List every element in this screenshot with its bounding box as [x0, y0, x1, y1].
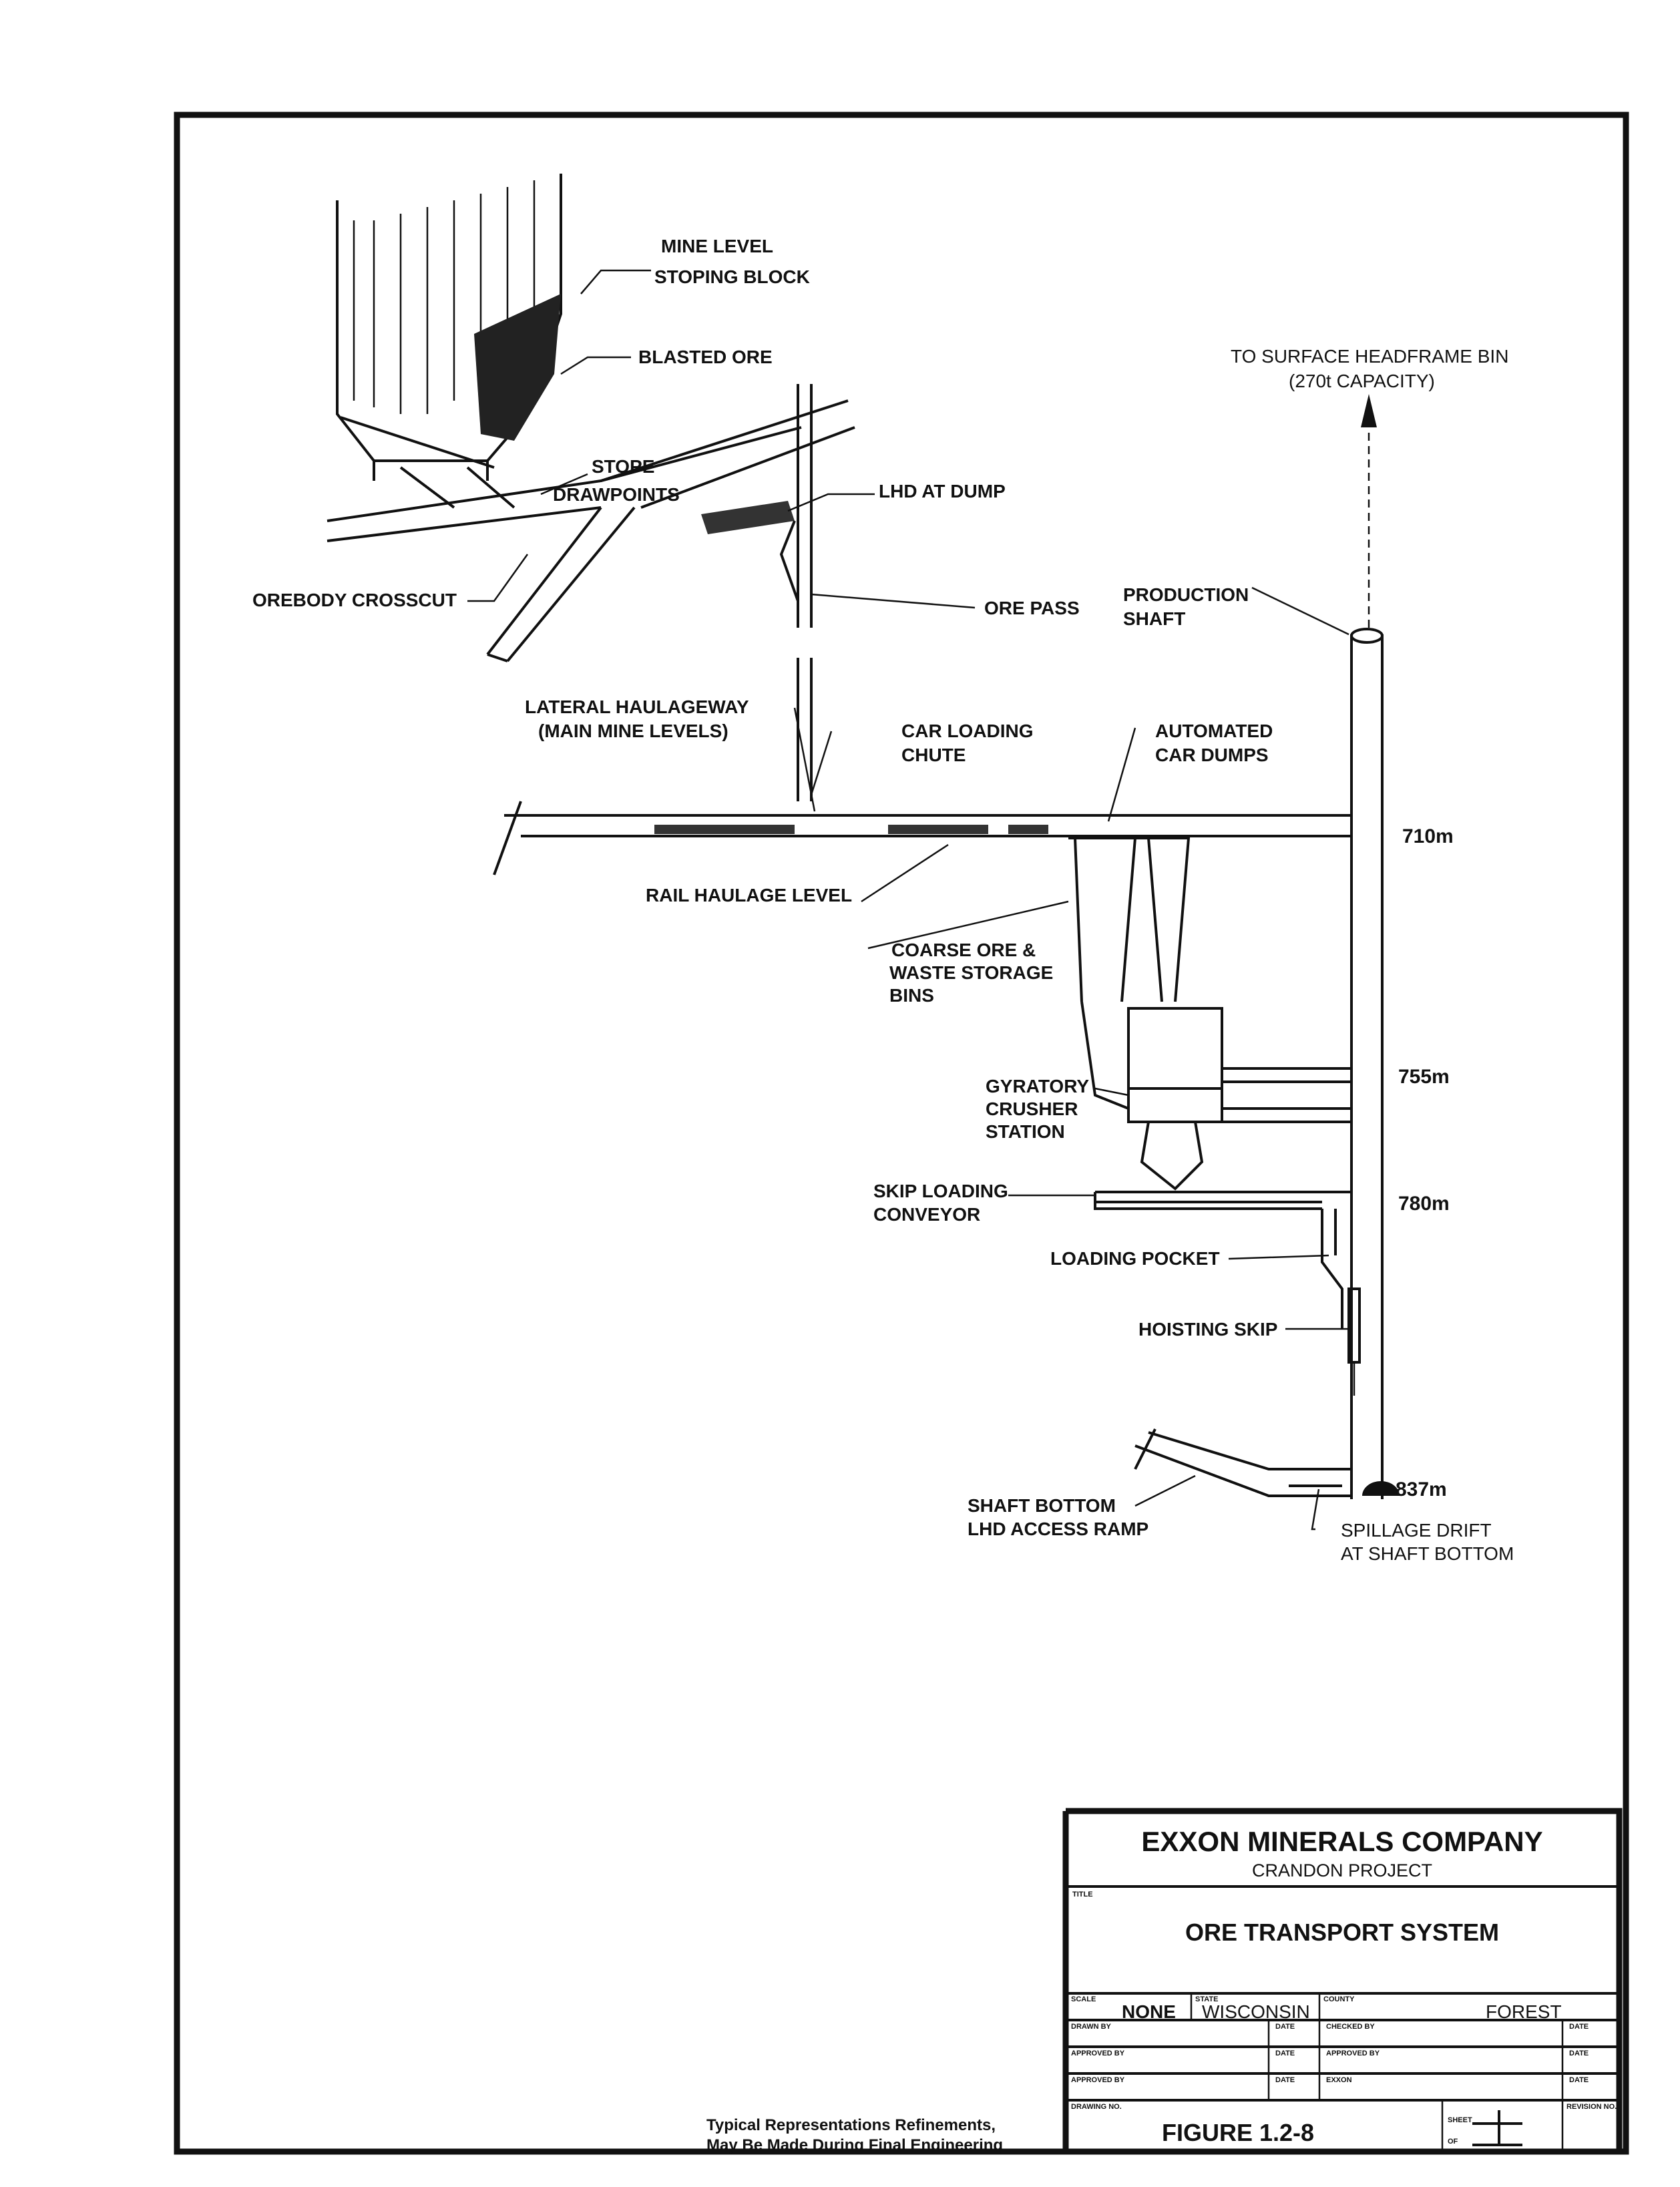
production-shaft	[1350, 394, 1384, 1499]
title-caption: TITLE	[1072, 1891, 1093, 1899]
checked-by-caption: CHECKED BY	[1326, 2023, 1375, 2031]
approved-by-caption-2: APPROVED BY	[1326, 2049, 1380, 2057]
label-shaft-bottom: SHAFT BOTTOM	[968, 1495, 1116, 1516]
figure-number: FIGURE 1.2-8	[1162, 2119, 1314, 2146]
date-caption-1: DATE	[1275, 2023, 1295, 2031]
label-stope: STOPE	[592, 456, 654, 477]
approved-by-caption-3: APPROVED BY	[1071, 2076, 1125, 2084]
county-value: FOREST	[1486, 2001, 1562, 2022]
note-line-1: Typical Representations Refinements,	[706, 2116, 996, 2134]
stoping-block-illustration	[327, 174, 855, 662]
skip-loading-conveyor	[1094, 1191, 1361, 1396]
date-caption-5: DATE	[1275, 2076, 1295, 2084]
label-conveyor: CONVEYOR	[873, 1204, 980, 1225]
exxon-caption: EXXON	[1326, 2076, 1352, 2084]
date-caption-2: DATE	[1569, 2023, 1589, 2031]
label-crusher: CRUSHER	[986, 1099, 1078, 1119]
label-orebody-crosscut: OREBODY CROSSCUT	[252, 590, 457, 610]
label-car-loading: CAR LOADING	[901, 721, 1034, 741]
of-caption: OF	[1448, 2138, 1458, 2146]
label-skip-loading: SKIP LOADING	[873, 1181, 1008, 1201]
drawn-by-caption: DRAWN BY	[1071, 2023, 1112, 2031]
label-bins: BINS	[889, 985, 934, 1006]
sheet-border	[174, 112, 1629, 2155]
label-waste-storage: WASTE STORAGE	[889, 962, 1053, 983]
note-line-2: May Be Made During Final Engineering	[706, 2136, 1003, 2154]
company-name: EXXON MINERALS COMPANY	[1141, 1826, 1542, 1857]
level-755m: 755m	[1398, 1066, 1450, 1088]
label-lhd-access-ramp: LHD ACCESS RAMP	[968, 1519, 1148, 1539]
label-drawpoints: DRAWPOINTS	[553, 484, 680, 505]
title-block: EXXON MINERALS COMPANY CRANDON PROJECT T…	[1062, 1808, 1623, 2152]
label-capacity: (270t CAPACITY)	[1289, 371, 1435, 391]
label-station: STATION	[986, 1121, 1065, 1142]
label-mine-level: MINE LEVEL	[661, 236, 773, 256]
state-caption: STATE	[1195, 1995, 1218, 2003]
scale-caption: SCALE	[1071, 1995, 1096, 2003]
project-name: CRANDON PROJECT	[1252, 1860, 1432, 1880]
label-gyratory: GYRATORY	[986, 1076, 1089, 1097]
label-lateral-haulageway: LATERAL HAULAGEWAY	[525, 697, 749, 717]
label-loading-pocket: LOADING POCKET	[1050, 1248, 1220, 1269]
state-value: WISCONSIN	[1202, 2001, 1310, 2022]
label-car-dumps: CAR DUMPS	[1155, 745, 1269, 765]
label-stoping-block: STOPING BLOCK	[654, 266, 810, 287]
label-ore-pass: ORE PASS	[984, 598, 1080, 618]
label-at-shaft-bottom: AT SHAFT BOTTOM	[1341, 1543, 1514, 1564]
level-710m: 710m	[1402, 825, 1454, 847]
drawing-no-caption: DRAWING NO.	[1071, 2103, 1122, 2111]
label-coarse-ore: COARSE ORE &	[891, 940, 1036, 960]
label-automated: AUTOMATED	[1155, 721, 1273, 741]
label-main-mine-levels: (MAIN MINE LEVELS)	[538, 721, 728, 741]
level-780m: 780m	[1398, 1193, 1450, 1215]
label-rail-haulage-level: RAIL HAULAGE LEVEL	[646, 885, 852, 906]
label-hoisting-skip: HOISTING SKIP	[1138, 1319, 1277, 1340]
level-837m: 837m	[1396, 1478, 1447, 1501]
label-lhd-at-dump: LHD AT DUMP	[879, 481, 1006, 502]
label-chute: CHUTE	[901, 745, 966, 765]
label-to-surface: TO SURFACE HEADFRAME BIN	[1231, 346, 1508, 367]
label-shaft: SHAFT	[1123, 608, 1185, 629]
leader-lines	[467, 269, 1349, 1531]
scale-value: NONE	[1122, 2001, 1176, 2022]
sheet-caption: SHEET	[1448, 2116, 1472, 2124]
date-caption-4: DATE	[1569, 2049, 1589, 2057]
revision-no-caption: REVISION NO.	[1566, 2103, 1617, 2111]
date-caption-3: DATE	[1275, 2049, 1295, 2057]
label-production: PRODUCTION	[1123, 584, 1249, 605]
gyratory-crusher-station	[1080, 1001, 1351, 1191]
label-spillage-drift: SPILLAGE DRIFT	[1341, 1520, 1492, 1541]
county-caption: COUNTY	[1323, 1995, 1355, 2003]
rail-haulage-level	[493, 801, 1351, 1002]
label-blasted-ore: BLASTED ORE	[638, 347, 773, 367]
date-caption-6: DATE	[1569, 2076, 1589, 2084]
drawing-title: ORE TRANSPORT SYSTEM	[1185, 1919, 1499, 1946]
approved-by-caption-1: APPROVED BY	[1071, 2049, 1125, 2057]
shaft-bottom-ramp	[1134, 1428, 1400, 1497]
